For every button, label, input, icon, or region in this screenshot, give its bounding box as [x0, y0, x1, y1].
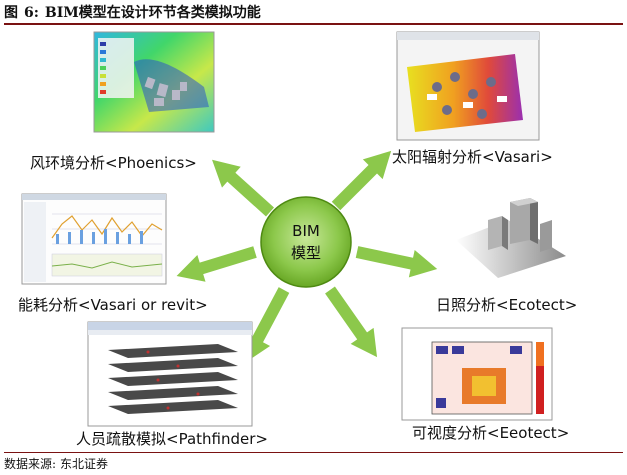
figure-title-bar: 图 6: BIM模型在设计环节各类模拟功能: [4, 3, 623, 25]
figure-label: 图: [4, 5, 18, 21]
arrow-to-energy: [176, 246, 257, 282]
arrow-to-evacuation: [245, 287, 290, 363]
label-visibility-analysis: 可视度分析<Eeotect>: [412, 424, 570, 442]
arrow-to-sunlight: [355, 246, 438, 278]
source-note: 数据来源:东北证券: [4, 452, 623, 472]
wind-analysis-thumbnail: [93, 31, 215, 133]
bim-hub-line2: 模型: [290, 244, 321, 262]
bim-hub: [260, 196, 352, 288]
label-wind-analysis: 风环境分析<Phoenics>: [30, 154, 197, 172]
source-value: 东北证券: [60, 457, 109, 471]
label-evacuation-simulation: 人员疏散模拟<Pathfinder>: [76, 430, 268, 448]
arrow-to-wind: [212, 159, 275, 217]
label-energy-analysis: 能耗分析<Vasari or revit>: [18, 296, 208, 314]
arrow-to-visibility: [325, 286, 378, 358]
label-sunlight-analysis: 日照分析<Ecotect>: [436, 296, 578, 314]
figure-number: 6:: [24, 5, 39, 21]
bim-hub-label: BIM 模型: [261, 220, 351, 264]
arrows: [176, 150, 438, 363]
bim-hub-line1: BIM: [292, 222, 320, 240]
energy-analysis-thumbnail: [21, 193, 167, 285]
source-label: 数据来源:: [4, 457, 57, 471]
arrow-to-solar: [331, 150, 392, 211]
solar-analysis-thumbnail: [396, 31, 540, 141]
label-solar-analysis: 太阳辐射分析<Vasari>: [392, 148, 553, 166]
figure-title: BIM模型在设计环节各类模拟功能: [44, 5, 261, 21]
sunlight-analysis-thumbnail: [438, 180, 570, 280]
evacuation-simulation-thumbnail: [87, 321, 253, 427]
visibility-analysis-thumbnail: [401, 327, 553, 421]
